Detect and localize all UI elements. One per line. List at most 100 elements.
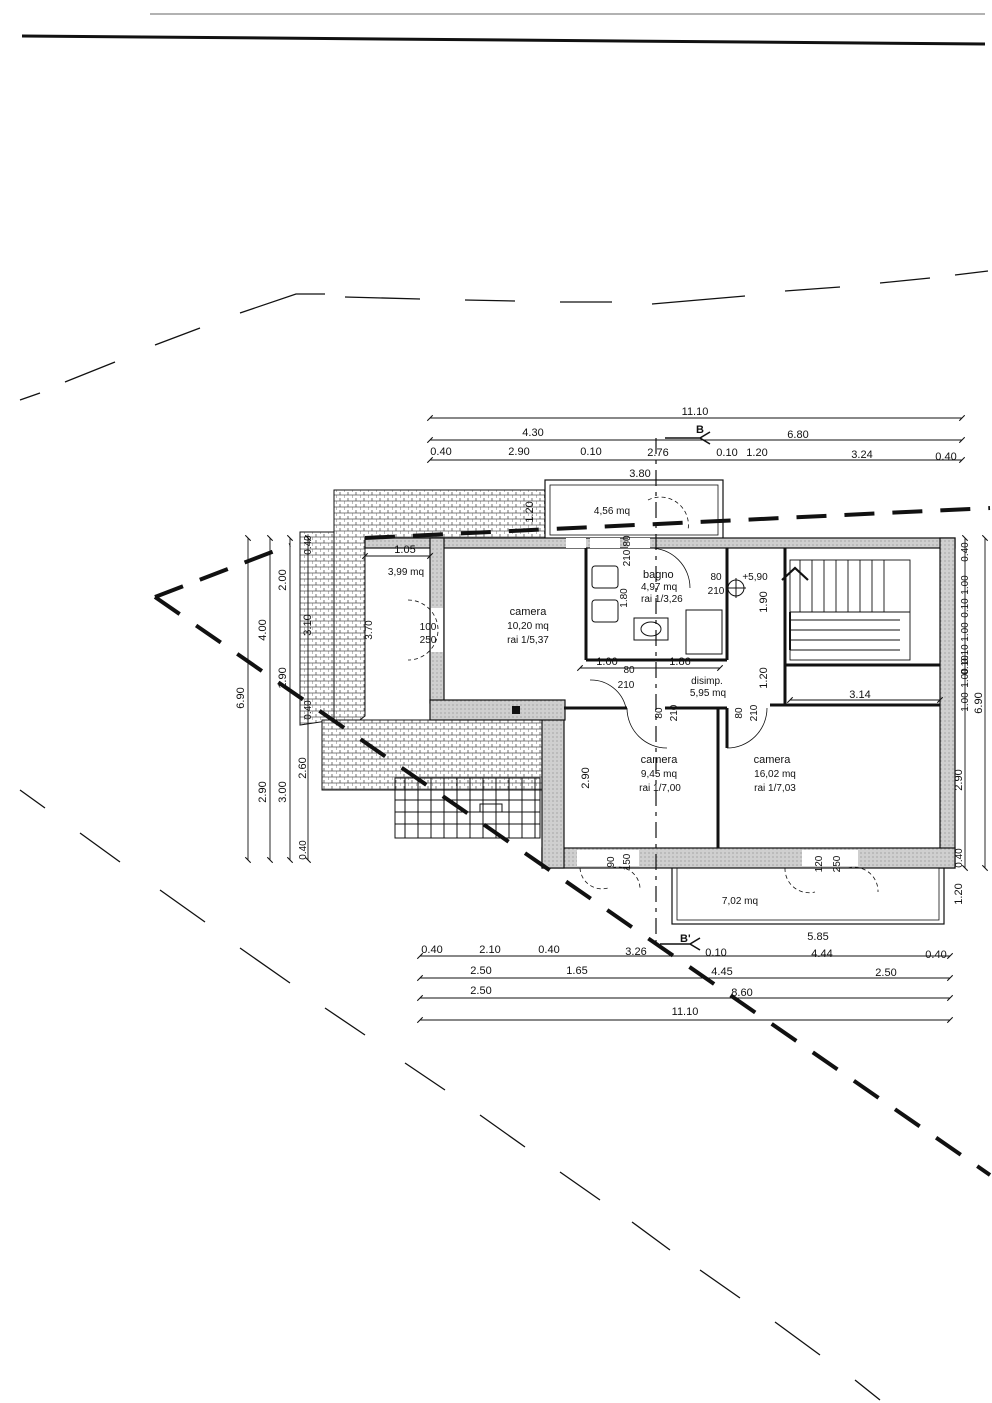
- camera2-area: 9,45 mq: [641, 769, 677, 780]
- dim-b4: 11.10: [672, 1006, 699, 1018]
- bagno-dim: 1.80: [619, 588, 630, 608]
- camera2-door-w: 80: [654, 707, 665, 719]
- section-mark-top: B: [696, 424, 704, 436]
- camera2-door-h: 210: [669, 704, 680, 721]
- camera3-window-h: 250: [832, 855, 843, 872]
- camera1-area: 10,20 mq: [507, 621, 549, 632]
- disimp-w2: 1.86: [669, 656, 690, 668]
- dim-left-col3-mid: 1.90: [277, 667, 289, 688]
- dimension-lines: [244, 414, 989, 1024]
- left-dimensions: 6.90 4.00 2.90 2.00 1.90 3.00 0.40 3.10 …: [235, 535, 314, 860]
- header-rules: [21, 13, 986, 46]
- dim-left-col2-top: 4.00: [257, 619, 269, 640]
- bagno-rai: rai 1/3,26: [641, 594, 683, 605]
- dim-b1-4: 0.10: [705, 947, 726, 959]
- dim-right-e: 0.10: [960, 644, 971, 664]
- camera3-name: camera: [754, 754, 792, 766]
- room-camera-1: camera 10,20 mq rai 1/5,37: [507, 606, 549, 646]
- dim-left-col4-e: 0.40: [298, 840, 309, 860]
- camera3-window-w: 120: [814, 855, 825, 872]
- loggia-door-width: 100: [420, 622, 437, 633]
- dim-b1-1: 2.10: [479, 944, 500, 956]
- interior-walls: [564, 548, 940, 848]
- bagno-door-height: 210: [708, 586, 725, 597]
- dim-left-col4-c: 0.40: [303, 700, 314, 720]
- room-bagno: bagno 4,97 mq rai 1/3,26 1.80 80 210 +5,…: [619, 569, 768, 608]
- room-loggia: 1.05 3,99 mq 100 250 3.70: [364, 544, 437, 646]
- stair-dim-2: 1.20: [758, 667, 770, 688]
- room-disimp: 1.00 1.86 80 210 disimp. 5,95 mq: [596, 656, 726, 699]
- dim-overall-top: 11.10: [682, 406, 709, 418]
- camera2-window-h: 150: [622, 853, 633, 870]
- dim-b2-1: 1.65: [566, 965, 587, 977]
- section-mark-bottom: B': [680, 933, 691, 945]
- dim-left-col3-bottom: 3.00: [277, 781, 289, 802]
- dim-right-block: 6.80: [787, 429, 808, 441]
- dim-left-col3-top: 2.00: [277, 569, 289, 590]
- room-camera-2: camera 9,45 mq rai 1/7,00 2.90: [580, 754, 681, 794]
- disimp-name: disimp.: [691, 676, 723, 687]
- dim-left-col4-a: 0.40: [303, 535, 314, 555]
- dim-right-f: 1.00: [960, 668, 971, 688]
- balcony-top-area: 4,56 mq: [594, 506, 630, 517]
- top-bath-door-w: 80: [622, 535, 633, 547]
- top-bath-door-h: 210: [622, 549, 633, 566]
- dim-b1-2: 0.40: [538, 944, 559, 956]
- bagno-name: bagno: [643, 569, 674, 581]
- camera3-door-h: 210: [749, 704, 760, 721]
- dim-b3-1: 8.60: [731, 987, 752, 999]
- dim-right-g: 0.10: [960, 655, 971, 675]
- dim-b1-3: 3.26: [625, 946, 646, 958]
- dim-right-d: 1.00: [960, 622, 971, 642]
- dim-left-col1: 6.90: [235, 687, 247, 708]
- top-dimensions: 11.10 4.30 6.80 0.40 2.90 0.10 2.76 0.10…: [430, 406, 956, 463]
- door-window-labels: 80 210 80 210 80 210 90 150 120 250: [606, 535, 843, 872]
- dim-b2-2: 4.45: [711, 966, 732, 978]
- dim-b1-6: 0.40: [925, 949, 946, 961]
- loggia-width: 1.05: [394, 544, 415, 556]
- dim-top-1: 0.40: [430, 446, 451, 458]
- balcony-bottom-area: 7,02 mq: [722, 896, 758, 907]
- dim-right-c: 0.10: [960, 598, 971, 618]
- camera1-name: camera: [510, 606, 548, 618]
- dim-top-8: 0.40: [935, 451, 956, 463]
- disimp-w1: 1.00: [596, 656, 617, 668]
- balcony-labels: 3.80 1.20 4,56 mq 7,02 mq: [524, 468, 758, 907]
- camera2-name: camera: [641, 754, 679, 766]
- dim-b1-5: 4.44: [811, 948, 832, 960]
- stair-dims: 1.90 1.20: [758, 591, 770, 688]
- camera2-window-w: 90: [606, 856, 617, 868]
- camera3-width: 3.14: [849, 689, 870, 701]
- loggia-dim: 3.70: [364, 620, 375, 640]
- camera2-rai: rai 1/7,00: [639, 783, 681, 794]
- bagno-level: +5,90: [742, 572, 768, 583]
- room-camera-3: camera 16,02 mq rai 1/7,03 3.14: [754, 689, 871, 794]
- door-swings: [407, 496, 879, 894]
- balcony-top-depth: 1.20: [524, 501, 536, 522]
- overlay-dashed-lines: [153, 506, 992, 1177]
- dim-right-i: 2.90: [953, 769, 965, 790]
- dim-top-4: 2.76: [647, 447, 668, 459]
- stair-dim-1: 1.90: [758, 591, 770, 612]
- dim-b3-0: 2.50: [470, 985, 491, 997]
- camera3-door-w: 80: [734, 707, 745, 719]
- bottom-dimensions: 5.85 0.40 2.10 0.40 3.26 0.10 4.44 0.40 …: [421, 931, 946, 1018]
- dim-top-5: 0.10: [716, 447, 737, 459]
- dim-left-block: 4.30: [522, 427, 543, 439]
- stair: [781, 559, 911, 661]
- dim-left-col4-d: 2.60: [297, 757, 309, 778]
- dim-b1-0: 0.40: [421, 944, 442, 956]
- disimp-area: 5,95 mq: [690, 688, 726, 699]
- loggia-area: 3,99 mq: [388, 567, 424, 578]
- dim-right-b: 1.00: [960, 575, 971, 595]
- bathroom-fixtures: [591, 565, 746, 655]
- dim-left-col2-bottom: 2.90: [257, 781, 269, 802]
- camera3-area: 16,02 mq: [754, 769, 796, 780]
- dim-top-7: 3.24: [851, 449, 872, 461]
- loggia-door-height: 250: [420, 635, 437, 646]
- dim-b2-0: 2.50: [470, 965, 491, 977]
- bagno-area: 4,97 mq: [641, 582, 677, 593]
- dim-right-h: 1.00: [960, 692, 971, 712]
- disimp-door-width: 80: [623, 665, 635, 676]
